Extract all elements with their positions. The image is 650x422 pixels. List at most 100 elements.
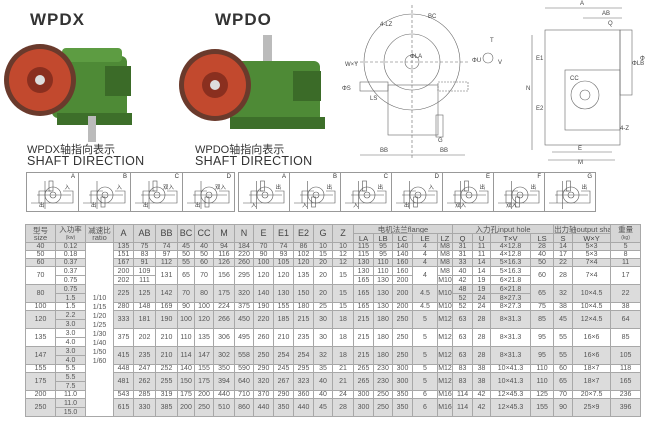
dimension-label: CC	[570, 76, 579, 82]
ratio-value: 1/20	[92, 312, 107, 320]
cell-value: 8×31.3	[490, 346, 532, 365]
cell-value: 5×3	[572, 242, 612, 251]
cell-value: M8	[436, 250, 454, 259]
cell-value: 8×31.3	[490, 328, 532, 347]
cell-value: 295	[293, 364, 314, 373]
direction-mark: 入	[251, 203, 257, 209]
cell-value: 135	[113, 242, 134, 251]
dimension-label: E1	[536, 56, 544, 62]
cell-power: 2.2	[55, 310, 86, 320]
cell-value: 10×4.5	[572, 284, 612, 303]
cell-value: 38	[553, 302, 574, 311]
cell-value: 85	[610, 328, 642, 347]
cell-value: 45	[553, 310, 574, 329]
direction-mark: 入	[116, 185, 122, 191]
cell-value: 110	[177, 328, 195, 347]
cell-value: 120	[273, 266, 294, 285]
cell-value: 93	[273, 250, 294, 259]
cell-value: 12	[332, 250, 354, 259]
cell-power: 7.5	[55, 381, 86, 391]
cell-size: 40	[25, 242, 56, 251]
cell-value: 70	[177, 284, 195, 303]
cell-value: 130	[353, 266, 374, 276]
direction-letter: B	[122, 174, 127, 180]
cell-value: 200	[392, 275, 413, 285]
gearbox-outline-icon	[294, 181, 336, 209]
cell-value: 60	[194, 258, 214, 267]
cell-size: 70	[25, 266, 56, 285]
cell-value: 320	[234, 284, 254, 303]
cell-value: 18×7	[572, 372, 612, 391]
subheader-u: U	[472, 233, 492, 243]
cell-value: 120	[293, 258, 314, 267]
cell-value: 265	[353, 364, 374, 373]
cell-value: 300	[392, 372, 413, 391]
cell-value: 83	[452, 372, 474, 391]
cell-value: 118	[610, 364, 642, 373]
cell-value: 200	[177, 398, 195, 417]
cell-value: 22	[610, 284, 642, 303]
header-a: A	[113, 224, 134, 243]
wpdo-direction-f: F 出 双入	[493, 172, 545, 212]
header-bc: BC	[177, 224, 195, 243]
cell-value: 300	[353, 390, 374, 399]
cell-value: 14	[553, 242, 574, 251]
cell-power: 0.37	[55, 266, 86, 276]
cell-value: 28	[472, 346, 492, 365]
cell-value: 150	[177, 372, 195, 391]
dimension-label: ΦLA	[410, 54, 422, 60]
cell-power: 4.0	[55, 355, 86, 365]
cell-value: 38	[610, 302, 642, 311]
dimension-label: AB	[602, 11, 610, 17]
cell-size: 80	[25, 284, 56, 303]
dimension-label: T	[490, 38, 494, 44]
cell-value: M12	[436, 364, 454, 373]
cell-value: 267	[273, 372, 294, 391]
cell-value: 236	[610, 390, 642, 399]
cell-value: 20	[313, 284, 333, 303]
cell-value: 95	[530, 328, 555, 347]
cell-value: 140	[392, 250, 413, 259]
wpdx-caption-en: SHAFT DIRECTION	[27, 154, 145, 168]
direction-letter: D	[434, 174, 439, 180]
cell-value: 150	[293, 284, 314, 303]
ratio-value: 1/50	[92, 348, 107, 356]
dimension-label: LS	[370, 96, 377, 102]
cell-value: 30	[313, 328, 333, 347]
cell-value: 4×12.8	[490, 250, 532, 259]
cell-value: 165	[353, 302, 374, 311]
header-z: Z	[332, 224, 354, 243]
cell-power: 5.5	[55, 372, 86, 382]
dimension-label: BB	[440, 148, 448, 154]
cell-size: 135	[25, 328, 56, 347]
cell-value: 20	[313, 258, 333, 267]
cell-value: 83	[133, 250, 156, 259]
cell-value: 130	[373, 284, 393, 303]
cell-value: 110	[373, 258, 393, 267]
cell-value: 156	[213, 266, 235, 285]
subheader-wxy: W×Y	[572, 233, 612, 243]
cell-value: 394	[213, 372, 235, 391]
gearbox-outline-icon	[243, 180, 285, 209]
direction-mark: 入	[428, 185, 434, 191]
cell-value: 52	[452, 302, 474, 311]
cell-value: 300	[353, 398, 374, 417]
cell-value: 60	[553, 364, 574, 373]
cell-value: 64	[610, 310, 642, 329]
cell-value: 86	[293, 242, 314, 251]
ratio-value: 1/40	[92, 339, 107, 347]
cell-value: 63	[452, 310, 474, 329]
cell-value: 260	[234, 258, 254, 267]
cell-value: 155	[273, 302, 294, 311]
cell-value: 115	[353, 242, 374, 251]
direction-letter: C	[174, 174, 179, 180]
cell-value: 235	[293, 328, 314, 347]
cell-value: 42	[452, 275, 474, 285]
cell-value: 11	[472, 250, 492, 259]
cell-value: 55	[553, 328, 574, 347]
dimension-label: E	[578, 146, 582, 152]
header-ab: AB	[133, 224, 156, 243]
